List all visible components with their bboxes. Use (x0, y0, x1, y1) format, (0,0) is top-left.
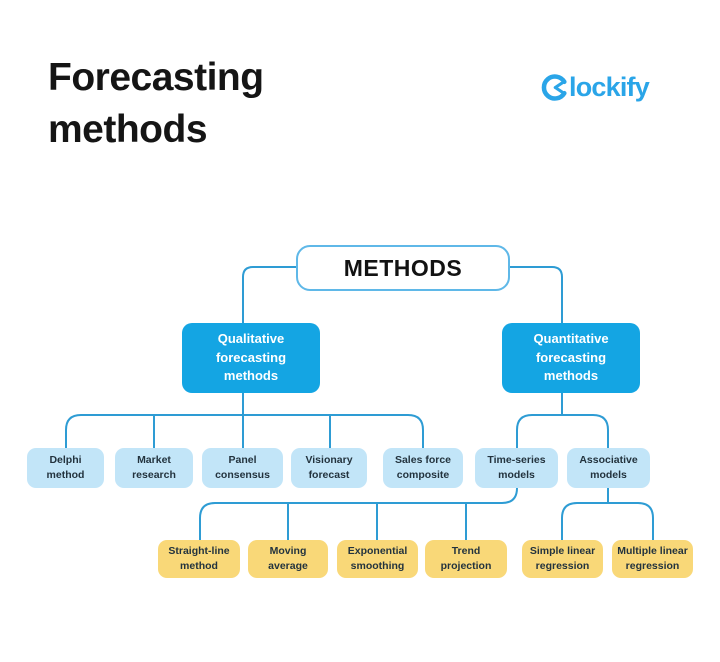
clockify-logo: lockify (540, 72, 650, 103)
node-delphi-method-label: Delphi method (46, 454, 85, 481)
node-moving-average: Moving average (248, 540, 328, 578)
node-sales-force-composite-label: Sales force composite (394, 454, 452, 481)
node-simple-linear-regression: Simple linear regression (522, 540, 603, 578)
node-visionary-forecast-label: Visionary forecast (305, 454, 353, 481)
page-title: Forecasting methods (48, 56, 264, 152)
node-associative-models: Associative models (567, 448, 650, 488)
node-qualitative-forecasting-methods: Qualitative forecasting methods (182, 323, 320, 393)
node-visionary-forecast: Visionary forecast (291, 448, 367, 488)
node-delphi-method: Delphi method (27, 448, 104, 488)
node-quantitative-forecasting-methods: Quantitative forecasting methods (502, 323, 640, 393)
node-market-research-label: Market research (132, 454, 176, 481)
node-market-research: Market research (115, 448, 193, 488)
node-sales-force-composite: Sales force composite (383, 448, 463, 488)
node-trend-projection: Trend projection (425, 540, 507, 578)
node-qualitative-label: Qualitative forecasting methods (215, 330, 287, 384)
node-exponential-smoothing: Exponential smoothing (337, 540, 418, 578)
node-straight-line-method-label: Straight-line method (168, 545, 230, 572)
node-associative-models-label: Associative models (579, 454, 638, 481)
node-multiple-linear-regression: Multiple linear regression (612, 540, 693, 578)
node-methods: METHODS (296, 245, 510, 291)
node-moving-average-label: Moving average (268, 545, 308, 572)
node-panel-consensus-label: Panel consensus (215, 454, 270, 481)
node-time-series-models: Time-series models (475, 448, 558, 488)
node-methods-label: METHODS (343, 254, 463, 281)
node-quantitative-label: Quantitative forecasting methods (533, 330, 609, 384)
node-simple-linear-regression-label: Simple linear regression (529, 545, 596, 572)
node-trend-projection-label: Trend projection (440, 545, 492, 572)
node-time-series-models-label: Time-series models (487, 454, 546, 481)
clockify-clock-icon (540, 72, 571, 103)
node-multiple-linear-regression-label: Multiple linear regression (617, 545, 688, 572)
node-straight-line-method: Straight-line method (158, 540, 240, 578)
node-exponential-smoothing-label: Exponential smoothing (347, 545, 408, 572)
node-panel-consensus: Panel consensus (202, 448, 283, 488)
clockify-wordmark: lockify (569, 72, 650, 102)
